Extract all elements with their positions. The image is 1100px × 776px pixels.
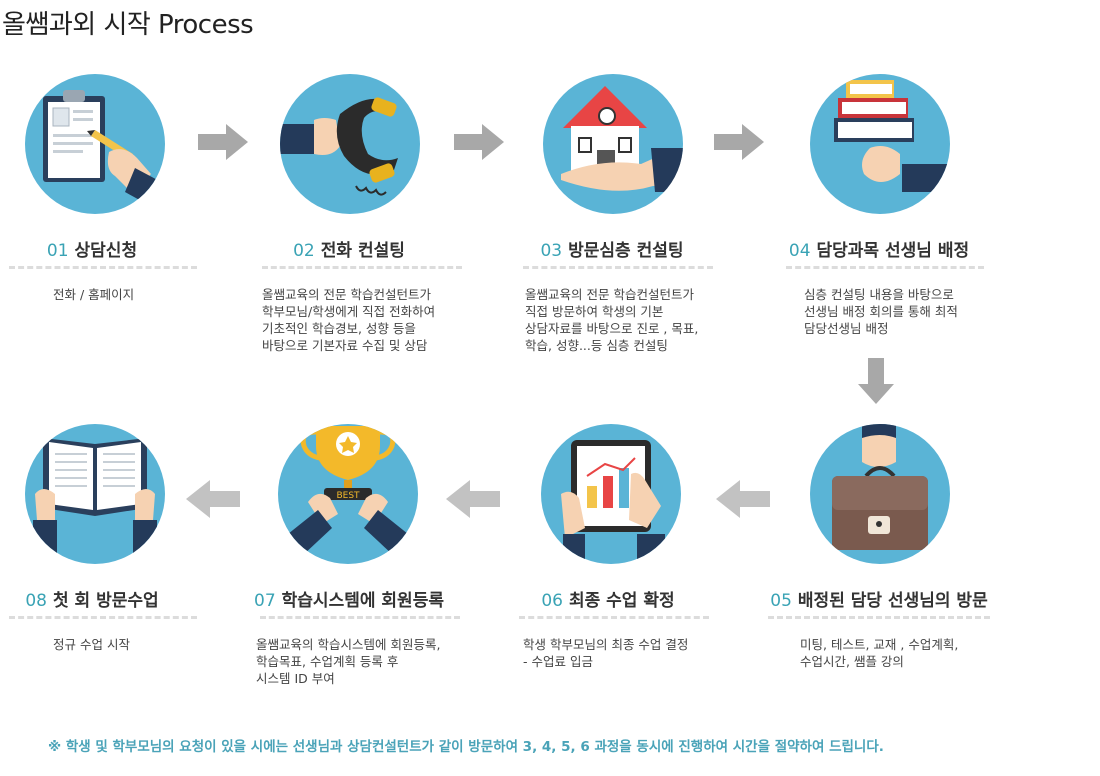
step-description: 올쌤교육의 학습시스템에 회원등록, 학습목표, 수업계획 등록 후 시스템 I… (256, 637, 441, 686)
divider (262, 266, 462, 269)
divider (786, 266, 984, 269)
divider (260, 616, 460, 619)
arrow-right-icon (712, 122, 766, 166)
step-description: 미팅, 테스트, 교재 , 수업계획, 수업시간, 쌤플 강의 (800, 637, 959, 669)
arrow-left-icon (184, 478, 242, 524)
step-description: 정규 수업 시작 (53, 637, 130, 652)
divider (9, 266, 197, 269)
divider (768, 616, 990, 619)
house-in-hand-icon (543, 74, 683, 214)
briefcase-icon (810, 424, 950, 564)
step-description: 학생 학부모님의 최종 수업 결정 - 수업료 입금 (523, 637, 689, 669)
clipboard-writing-icon (25, 74, 165, 214)
step-description: 심층 컨설팅 내용을 바탕으로 선생님 배정 회의를 통해 최적 담당선생님 배… (804, 287, 958, 336)
arrow-down-icon (856, 356, 896, 410)
step-description: 전화 / 홈페이지 (53, 287, 135, 302)
arrow-left-icon (444, 478, 502, 524)
telephone-receiver-icon (280, 74, 420, 214)
arrow-left-icon (714, 478, 772, 524)
open-book-icon (25, 424, 165, 564)
trophy-best-icon: BEST (278, 424, 418, 564)
page-title: 올쌤과외 시작 Process (2, 10, 254, 40)
divider (9, 616, 197, 619)
arrow-right-icon (196, 122, 250, 166)
divider (519, 616, 709, 619)
step-description: 올쌤교육의 전문 학습컨설턴트가 직접 방문하여 학생의 기본 상담자료를 바탕… (525, 287, 699, 353)
step-description: 올쌤교육의 전문 학습컨설턴트가 학부모님/학생에게 직접 전화하여 기초적인 … (262, 287, 436, 353)
footnote: ※ 학생 및 학부모님의 요청이 있을 시에는 선생님과 상담컨설턴트가 같이 … (48, 739, 884, 755)
svg-text:BEST: BEST (336, 491, 360, 501)
arrow-right-icon (452, 122, 506, 166)
divider (523, 266, 713, 269)
stack-of-books-icon (810, 74, 950, 214)
tablet-chart-icon (541, 424, 681, 564)
